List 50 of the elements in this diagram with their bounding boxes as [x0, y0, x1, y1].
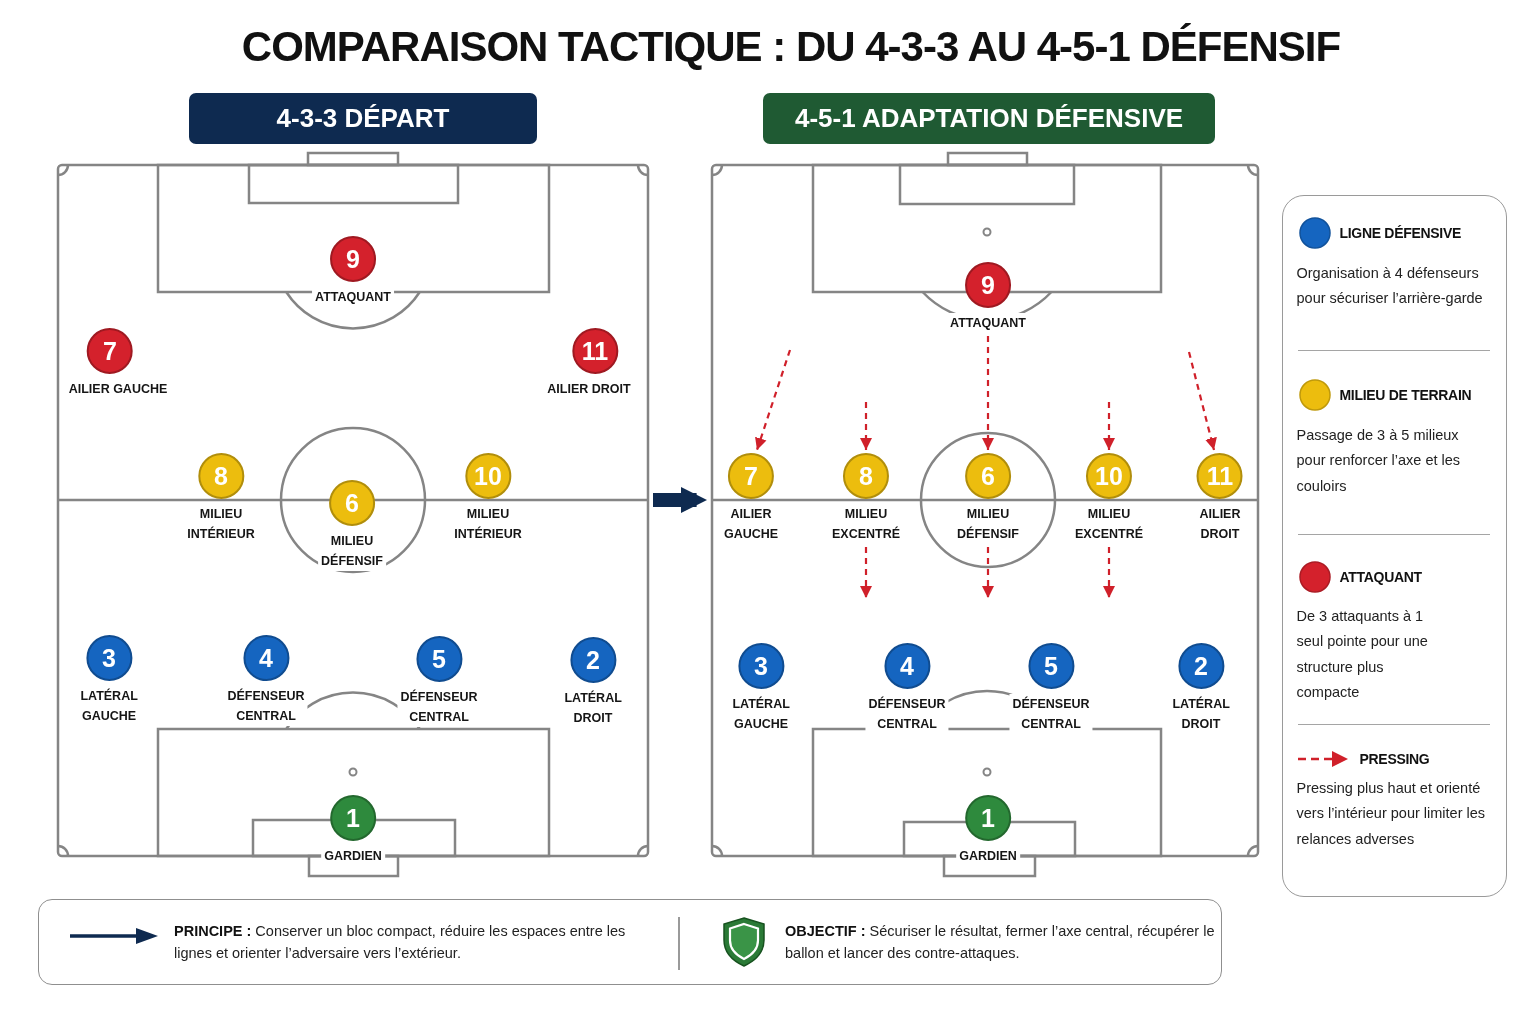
position-label: ATTAQUANT [312, 287, 394, 307]
player-disc: 7 [87, 328, 133, 374]
player-disc: 7 [728, 453, 774, 499]
legend-description: De 3 attaquants à 1 seul pointe pour une structure plus compacte [1296, 606, 1429, 702]
dashed-arrow [860, 402, 872, 450]
legend-description: Pressing plus haut et orienté vers l’intérieur pour limiter les relances adverses [1296, 778, 1487, 849]
formation-header: 4-5-1 ADAPTATION DÉFENSIVE [763, 93, 1215, 144]
position-label: DÉFENSEUR CENTRAL [1009, 694, 1093, 734]
player-disc: 3 [738, 643, 784, 689]
block-arrow [653, 487, 707, 513]
player-disc: 2 [1178, 643, 1224, 689]
player-disc: 1 [965, 795, 1011, 841]
legend-description: Organisation à 4 défenseurs pour sécuriser l’arrière-garde [1296, 263, 1484, 308]
position-label: DÉFENSEUR CENTRAL [865, 694, 949, 734]
dashed-arrow [982, 336, 994, 450]
dashed-arrow [860, 547, 872, 598]
player-disc: 6 [965, 453, 1011, 499]
player-disc: 3 [86, 635, 132, 681]
title: COMPARAISON TACTIQUE : DU 4-3-3 AU 4-5-1 DÉFENSIF [241, 22, 1341, 72]
player-disc: 5 [1028, 643, 1074, 689]
dashed-arrow [755, 349, 792, 451]
info-text: OBJECTIF : Sécuriser le résultat, fermer l’axe central, récupérer le ballon et lancer des contre-attaques. [785, 922, 1216, 963]
player-disc: 11 [1197, 453, 1243, 499]
dashed-arrow [1103, 402, 1115, 450]
player-disc: 4 [884, 643, 930, 689]
player-disc: 11 [572, 328, 618, 374]
formation-header: 4-3-3 DÉPART [189, 93, 537, 144]
legend-label: LIGNE DÉFENSIVE [1339, 223, 1462, 243]
player-disc: 8 [198, 453, 244, 499]
position-label: DÉFENSEUR CENTRAL [397, 687, 481, 727]
position-label: ATTAQUANT [947, 313, 1029, 333]
dashed-arrow [982, 547, 994, 598]
player-disc: 10 [465, 453, 511, 499]
player-disc: 8 [843, 453, 889, 499]
player-disc: 4 [243, 635, 289, 681]
info-panel [38, 899, 1222, 985]
legend-description: Passage de 3 à 5 milieux pour renforcer l’axe et les couloirs [1296, 425, 1462, 496]
legend-label: MILIEU DE TERRAIN [1339, 385, 1472, 405]
player-disc: 10 [1086, 453, 1132, 499]
dashed-arrow [1187, 351, 1217, 451]
player-disc: 9 [330, 236, 376, 282]
legend-label: ATTAQUANT [1339, 567, 1422, 587]
player-disc: 1 [330, 795, 376, 841]
legend-label: PRESSING [1359, 749, 1430, 769]
dashed-arrow [1103, 547, 1115, 598]
info-text: PRINCIPE : Conserver un bloc compact, réduire les espaces entre les lignes et orienter l’adversaire vers l’extérieur. [174, 922, 627, 963]
player-disc: 2 [570, 637, 616, 683]
player-disc: 5 [416, 636, 462, 682]
player-disc: 9 [965, 262, 1011, 308]
player-disc: 6 [329, 480, 375, 526]
